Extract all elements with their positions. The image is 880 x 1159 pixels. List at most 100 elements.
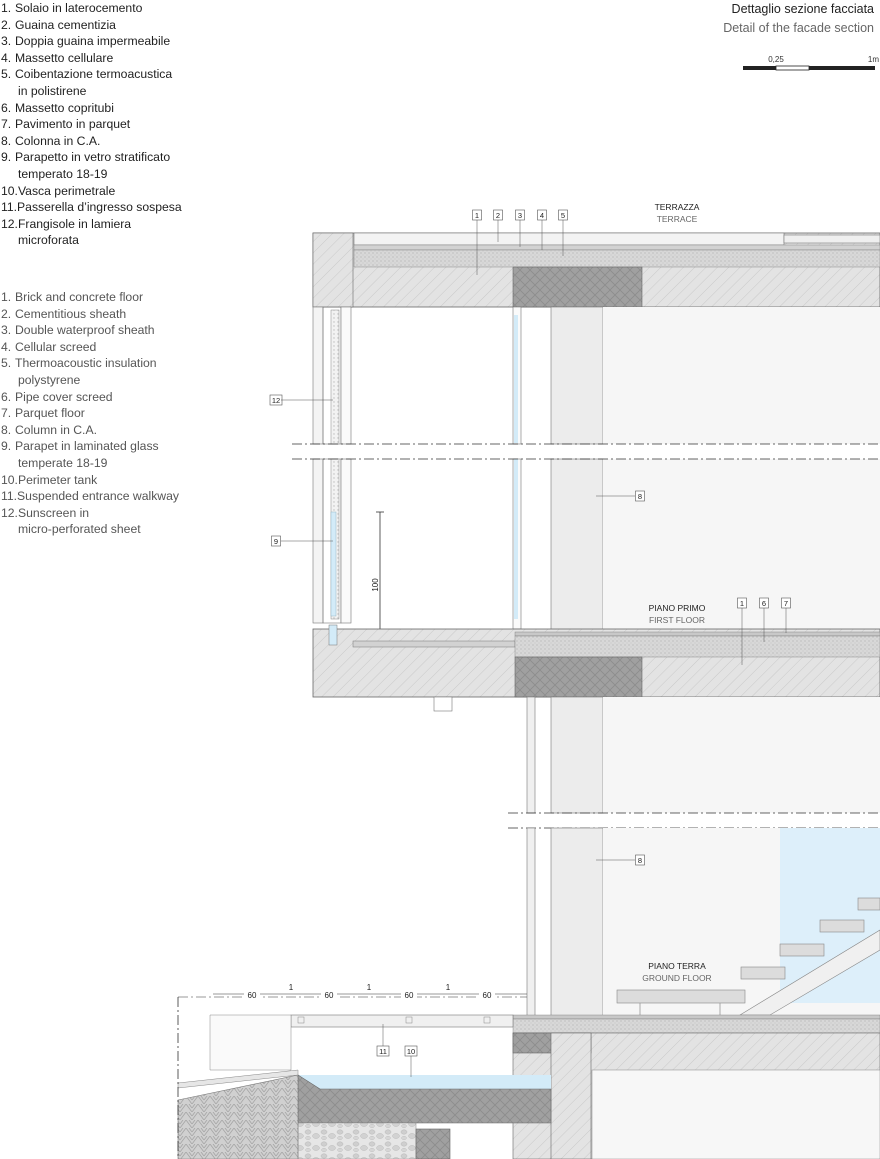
legend-en-item-number: 2. [1,306,12,321]
legend-en-item-number: 8. [1,422,12,437]
legend-it-item-text: Passerella d’ingresso sospesa [17,200,182,215]
callout-terrace-5: 5 [558,209,568,256]
walkway-dimension-label-bg [244,989,260,1000]
legend-en-item-2: 2. Cementitious sheath [1,306,179,323]
terrace-label-en: TERRACE [657,214,698,224]
first-floor-beam [514,656,643,698]
legend-en-item-6: 6. Pipe cover screed [1,389,179,406]
legend-en-item-text: Parapet in laminated glass [15,439,159,454]
legend-it-item-number: 10. [1,183,18,198]
callout-first-floor-7: 7 [781,597,791,633]
parapet-height-label: 100 [371,578,380,592]
legend-it-item-text: in polistirene [18,83,87,98]
scale-mid-label: 0,25 [768,55,784,64]
callout-terrace-3: 3 [515,209,525,247]
gravel-fill [297,1122,417,1159]
legend-it-item-text: Coibentazione termoacustica [15,67,173,82]
legend-it-item-8: 8. Colonna in C.A. [1,133,182,150]
legend-en-item-number: 3. [1,323,12,338]
callout-parapet-label: 9 [274,537,278,546]
walkway-dimension-label: 60 [405,991,414,1000]
callout-column-upper: 8 [596,490,645,502]
legend-it-item-text: Colonna in C.A. [15,133,101,148]
callout-walkway-label: 11 [379,1047,387,1056]
legend-it-item-text: Vasca perimetrale [17,183,116,198]
legend-en-item-text: Cementitious sheath [15,306,127,321]
walkway-dimension-label-bg [401,989,417,1000]
ground-floor [177,827,880,1159]
callout-terrace-1-label: 1 [475,211,479,220]
callout-parapet: 9 [271,535,333,547]
legend-en-item-text: Pipe cover screed [15,389,113,404]
legend-en-item-number: 1. [1,290,12,304]
legend-it-item-number: 9. [1,150,12,165]
legend-en-item-text: micro-perforated sheet [18,522,141,537]
first-floor-label-en: FIRST FLOOR [649,615,705,625]
legend-en-item-text: Thermoacoustic insulation [15,356,157,371]
walkway-dimension-label: 60 [483,991,492,1000]
callout-first-floor-7-label: 7 [784,599,788,608]
legend-en-item-number: 6. [1,389,12,404]
legend-en-item-text: Parquet floor [15,406,85,421]
legend-it-item-text: Massetto cellulare [15,50,114,65]
upper-facade: 100 [312,306,522,640]
legend-en-item-text: polystyrene [18,372,81,387]
legend-en-item-10: 10. Perimeter tank [1,472,179,489]
callout-terrace-4: 4 [537,209,547,250]
legend-it-item-4: 4. Massetto cellulare [1,50,182,67]
callout-column-upper-label: 8 [638,492,642,501]
walkway-dimension-label: 60 [248,991,257,1000]
legend-it-item-6: 6. Massetto copritubi [1,100,182,117]
legend-it-item-text: Massetto copritubi [15,100,114,115]
legend-it-item-text: Frangisole in lamiera [17,216,132,231]
level-labels: TERRAZZA TERRACE PIANO PRIMO FIRST FLOOR… [642,202,711,983]
paving [177,1074,299,1159]
walkway-dimension-label: 1 [446,983,451,992]
column-upper [550,306,880,633]
scale-end-label: 1m [868,55,879,64]
callout-terrace-2: 2 [493,209,503,242]
legend-en-item-11: 11. Suspended entrance walkway [1,488,179,505]
first-floor-label-it: PIANO PRIMO [649,603,706,613]
scale-bar-segment-1 [743,66,776,70]
legend-it-item-1: 1. Solaio in laterocemento [1,0,182,17]
callout-terrace-1: 1 [472,209,482,275]
legend-it-item-7: 7. Pavimento in parquet [1,116,182,133]
legend-en-item-text: Perimeter tank [17,472,98,487]
callout-column-lower: 8 [596,854,645,866]
legend-it-item-number: 6. [1,100,12,115]
callout-first-floor-6: 6 [759,597,769,642]
legend-it-item-text: Parapetto in vetro stratificato [15,150,171,165]
legend-it-item-number: 2. [1,17,12,32]
callout-terrace-3-label: 3 [518,211,522,220]
column-middle [508,696,880,829]
callout-tank-label: 10 [407,1047,415,1056]
break-lines-upper [292,443,880,460]
callout-terrace-5-label: 5 [561,211,565,220]
legend-it-item-text: temperato 18-19 [18,166,108,181]
legend-it-item-text: Guaina cementizia [15,17,116,32]
legend-it-item-text: Solaio in laterocemento [15,1,143,15]
legend-en-item-text: Sunscreen in [17,505,90,520]
legend-it-item-10: 10. Vasca perimetrale [1,183,182,200]
legend-en-item-number: 11. [1,489,18,504]
legend-it-item-text: Pavimento in parquet [15,117,131,132]
scale-bar-segment-2 [775,65,810,71]
callout-terrace-2-label: 2 [496,211,500,220]
title-block: Dettaglio sezione facciata Detail of the… [723,0,874,38]
legend-it-item-number: 5. [1,67,12,82]
legend-en-item-3: 3. Double waterproof sheath [1,322,179,339]
ground-floor-label-en: GROUND FLOOR [642,973,711,983]
legend-it-item-number: 11. [1,200,18,215]
legend-it-item-3: 3. Doppia guaina impermeabile [1,33,182,50]
legend-en-item-number: 4. [1,339,12,354]
legend-it-item-number: 12. [1,216,18,231]
legend-it-item-number: 8. [1,133,12,148]
legend-it-item-number: 3. [1,34,12,49]
terrace-slab [312,232,880,308]
